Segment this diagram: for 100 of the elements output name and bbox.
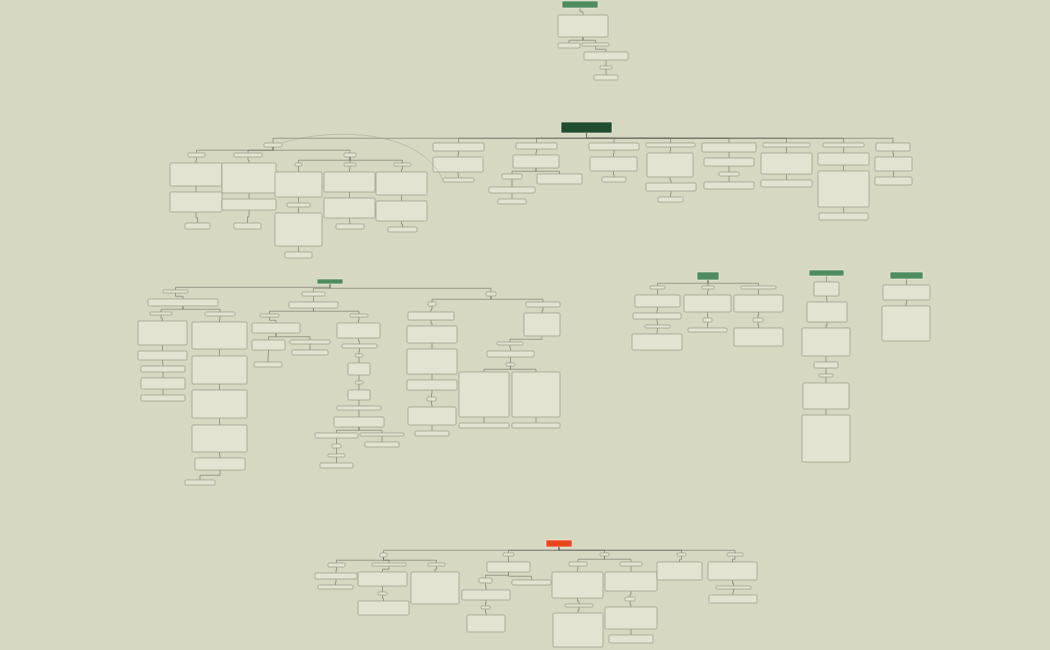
connector-line <box>582 36 596 44</box>
connector-line <box>656 318 658 326</box>
topic-box <box>733 294 784 313</box>
topic-box <box>740 285 777 290</box>
topic-box <box>486 561 531 573</box>
topic-box <box>523 312 561 337</box>
connector-line <box>757 321 759 329</box>
topic-box <box>599 65 613 70</box>
connector-line <box>358 316 360 324</box>
connector-line <box>510 356 511 364</box>
connector-line <box>349 191 350 199</box>
connector-line <box>577 597 580 605</box>
connector-line <box>358 337 360 345</box>
connector-line <box>732 579 734 587</box>
topic-box <box>806 301 848 323</box>
topic-box <box>505 362 516 367</box>
connector-line <box>613 170 615 178</box>
topic-box <box>406 325 458 344</box>
topic-box <box>343 162 357 167</box>
topic-box <box>343 152 357 158</box>
topic-box <box>478 577 493 584</box>
connector-line <box>162 359 164 367</box>
heading-box <box>316 278 344 285</box>
topic-box <box>289 339 331 345</box>
topic-box <box>233 222 262 230</box>
topic-box <box>624 596 636 602</box>
connector-line <box>786 146 787 154</box>
topic-box <box>515 142 558 150</box>
topic-box <box>813 361 839 369</box>
topic-box <box>601 176 627 183</box>
topic-box <box>187 152 206 158</box>
topic-box <box>427 301 437 307</box>
connector-line <box>510 365 537 373</box>
topic-box <box>634 294 681 308</box>
topic-box <box>552 612 604 648</box>
connector-line <box>329 284 492 293</box>
topic-box <box>715 585 752 590</box>
topic-box <box>707 561 758 581</box>
connector-line <box>577 565 579 573</box>
topic-box <box>676 552 687 557</box>
topic-box <box>387 226 418 233</box>
topic-box <box>162 289 189 294</box>
topic-box <box>274 171 323 198</box>
topic-box <box>393 162 412 167</box>
topic-box <box>333 416 385 428</box>
topic-box <box>480 605 491 610</box>
connector-line <box>906 279 907 286</box>
topic-box <box>371 562 407 567</box>
connector-line <box>313 295 314 303</box>
topic-box <box>323 197 376 219</box>
connector-line <box>401 220 403 228</box>
connector-line <box>275 332 311 341</box>
topic-box <box>683 294 732 313</box>
connector-line <box>457 150 459 158</box>
topic-box <box>169 162 223 187</box>
connector-line <box>579 8 584 16</box>
connector-line <box>508 547 560 554</box>
connector-line <box>219 348 220 357</box>
topic-box <box>568 561 588 567</box>
topic-box <box>406 379 458 391</box>
topic-box <box>703 181 755 190</box>
connector-line <box>298 245 299 253</box>
topic-box <box>377 591 388 596</box>
connector-line <box>267 349 269 363</box>
topic-box <box>583 51 629 61</box>
topic-box <box>511 579 552 586</box>
connector-line <box>335 578 337 586</box>
connector-line <box>298 196 299 204</box>
topic-box <box>323 171 376 193</box>
topic-box <box>604 606 658 630</box>
topic-box <box>502 552 515 557</box>
topic-box <box>802 382 850 410</box>
topic-box <box>336 322 381 339</box>
topic-box <box>466 614 506 633</box>
connector-line <box>298 165 299 173</box>
heading-box <box>545 539 573 548</box>
connector-line <box>313 307 360 315</box>
connector-line <box>431 389 433 398</box>
topic-box <box>461 589 511 601</box>
topic-box <box>274 212 323 247</box>
connector-line <box>298 206 299 214</box>
connector-line <box>219 315 221 323</box>
topic-box <box>762 142 811 148</box>
topic-box <box>251 339 286 351</box>
connector-line <box>182 305 221 313</box>
topic-box <box>497 198 527 205</box>
topic-box <box>331 443 342 449</box>
connector-line <box>508 555 509 563</box>
topic-box <box>364 441 400 448</box>
topic-box <box>512 154 560 169</box>
topic-box <box>184 222 211 230</box>
topic-box <box>619 561 643 567</box>
topic-box <box>801 414 851 463</box>
topic-box <box>341 343 378 349</box>
topic-box <box>327 453 346 458</box>
topic-box <box>379 552 388 558</box>
connector-line <box>826 295 828 303</box>
connector-line <box>509 335 543 343</box>
topic-box <box>760 152 813 175</box>
connector-line <box>905 299 907 307</box>
